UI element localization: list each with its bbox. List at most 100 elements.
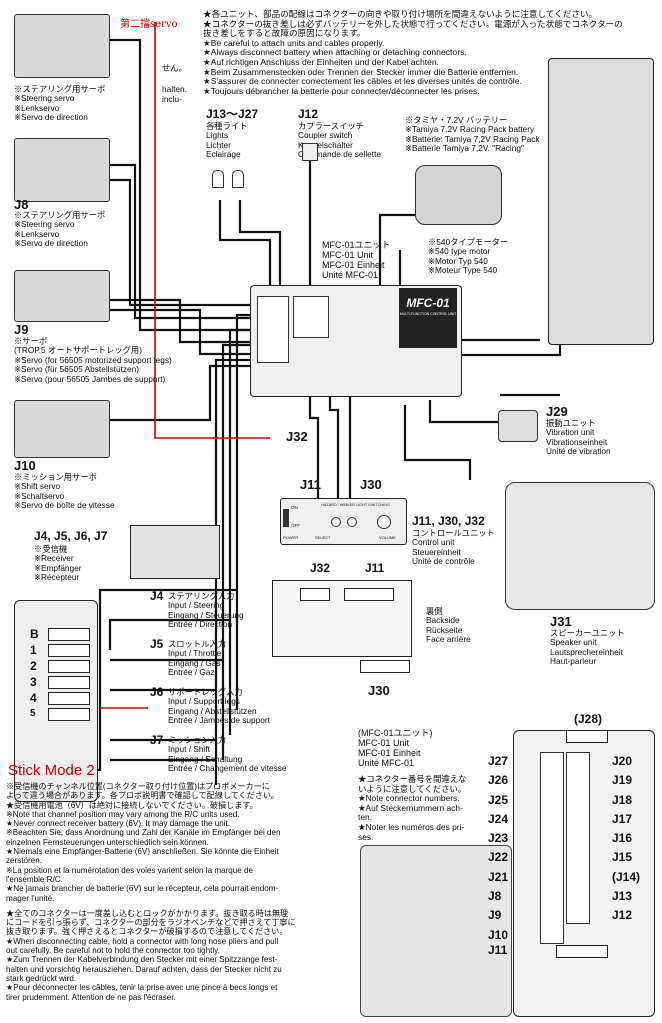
j30-label: J30 bbox=[360, 477, 382, 492]
right-jack-labels: J20 J19 J18 J17 J16 J15 (J14) J13 J12 bbox=[612, 752, 640, 926]
j8-description: ※ステアリング用サーボ ※Steering servo ※Lenkservo ※… bbox=[14, 210, 106, 249]
hazard-label: HAZARD / WINKER bbox=[321, 503, 355, 507]
jack-j8: J8 bbox=[488, 889, 502, 904]
j28-connector bbox=[566, 730, 608, 743]
led-light-icon bbox=[212, 170, 224, 188]
bottom-notes: ※受信機のチャンネル位置(コネクター取り付け位置)はプロポメーカーに よって違う… bbox=[6, 782, 296, 1002]
mfc-logo-panel: MFC-01 MULTI-FUNCTION CONTROL UNIT bbox=[399, 288, 457, 348]
bottom-j11-label: J11 bbox=[488, 943, 508, 957]
mfc-logo: MFC-01 bbox=[406, 296, 450, 310]
servo-note-handwritten: 第二擋servo bbox=[120, 19, 178, 30]
j11-label: J11 bbox=[300, 477, 321, 492]
text-fragment: inclu- bbox=[162, 94, 182, 104]
j4-description: ステアリング入力 Input / Steering Eingang / Steu… bbox=[168, 591, 244, 630]
control-unit-ids: J11, J30, J32 bbox=[412, 514, 485, 528]
connector-number-notes: ★コネクター番号を間違えな いように注意してください。 ★Note connec… bbox=[358, 774, 467, 842]
rx-slot-4 bbox=[48, 692, 90, 705]
motor-icon bbox=[415, 165, 502, 225]
j11-bottom-connector bbox=[556, 945, 608, 958]
jack-j14: (J14) bbox=[612, 869, 641, 884]
mfc-01-unit: MFC-01 MULTI-FUNCTION CONTROL UNIT bbox=[250, 285, 462, 397]
text-fragment: せん。 bbox=[162, 63, 187, 73]
backside-j30-label: J30 bbox=[368, 683, 390, 698]
backside-j32-label: J32 bbox=[310, 561, 331, 575]
header-notes: ★各ユニット、部品の配線はコネクターの向きや取り付け場所を間違えないように注意し… bbox=[203, 9, 623, 96]
jack-j13: J13 bbox=[612, 889, 633, 904]
connector-block bbox=[293, 296, 329, 338]
control-unit-panel: POWER ON OFF HAZARD / WINKER LIGHT SWITC… bbox=[280, 498, 407, 545]
off-label: OFF bbox=[291, 523, 300, 528]
hazard-button[interactable] bbox=[331, 517, 341, 527]
lights-description: 各種ライト Lights Lichter Eclairage bbox=[206, 121, 248, 160]
j32-label: J32 bbox=[286, 429, 308, 444]
j5-label: J5 bbox=[150, 637, 164, 651]
jack-j26: J26 bbox=[488, 773, 509, 788]
coupler-switch-icon bbox=[302, 143, 318, 161]
vibration-description: 振動ユニット Vibration unit Vibrationseinheit … bbox=[546, 418, 611, 457]
receiver-unit bbox=[130, 525, 220, 579]
steering-servo-top bbox=[14, 14, 110, 78]
rx-channel-labels: B 1 2 3 4 5 bbox=[30, 627, 39, 719]
light-button[interactable] bbox=[347, 517, 357, 527]
support-leg-servo-j9 bbox=[14, 270, 110, 322]
jack-j17: J17 bbox=[612, 811, 633, 826]
j6-description: サポートレッグ入力 Input / Support legs Eingang /… bbox=[168, 687, 270, 726]
j7-description: ミッション入力 Input / Shift Eingang / Schaltun… bbox=[168, 735, 287, 774]
jack-j24: J24 bbox=[488, 811, 509, 826]
j6-label: J6 bbox=[150, 685, 164, 699]
text-fragment: halten. bbox=[162, 84, 187, 94]
motor-description: ※540タイプモーター ※540 type motor ※Motor Typ 5… bbox=[428, 237, 509, 276]
j9-description: ※サーボ (TROP.5 オートサポートレッグ用) ※Servo (for 56… bbox=[14, 336, 172, 384]
j32-connector bbox=[300, 588, 330, 601]
shift-servo-j10 bbox=[14, 400, 110, 458]
control-unit-description: コントロールユニット Control unit Steuereinheit Un… bbox=[412, 528, 495, 567]
j28-label: (J28) bbox=[574, 712, 603, 726]
jack-j9: J9 bbox=[488, 908, 502, 923]
power-switch[interactable] bbox=[283, 509, 289, 527]
jack-j27: J27 bbox=[488, 754, 509, 768]
jack-j15: J15 bbox=[612, 850, 633, 865]
volume-knob[interactable] bbox=[377, 515, 391, 529]
jack-j10: J10 bbox=[488, 927, 509, 942]
right-connector-column bbox=[566, 752, 590, 924]
j12-label: J12 bbox=[298, 107, 319, 121]
jack-j19: J19 bbox=[612, 773, 633, 788]
steering-servo-top-label: ※ステアリング用サーボ ※Steering servo ※Lenkservo ※… bbox=[14, 84, 106, 123]
j29-label: J29 bbox=[546, 404, 568, 419]
jack-j18: J18 bbox=[612, 792, 633, 807]
speaker-icon bbox=[505, 482, 655, 610]
jack-j25: J25 bbox=[488, 792, 509, 807]
jack-j21: J21 bbox=[488, 869, 509, 884]
receiver-label: J4, J5, J6, J7 bbox=[34, 529, 108, 543]
j11-connector bbox=[344, 588, 394, 601]
backside-j11-label: J11 bbox=[365, 561, 385, 575]
backside-label: 裏側 Backside Rückseite Face arrière bbox=[426, 606, 471, 645]
jack-j23: J23 bbox=[488, 831, 509, 846]
power-label: POWER bbox=[283, 535, 299, 540]
j10-description: ※ミッション用サーボ ※Shift servo ※Schaltservo ※Se… bbox=[14, 472, 115, 511]
rx-slot-2 bbox=[48, 660, 90, 673]
rx-slot-3 bbox=[48, 676, 90, 689]
j30-connector bbox=[360, 660, 410, 673]
volume-label: VOLUME bbox=[379, 535, 396, 540]
speaker-description: スピーカーユニット Speaker unit Lautsprechereinhe… bbox=[550, 628, 625, 667]
jack-j22: J22 bbox=[488, 850, 509, 865]
battery-pack bbox=[548, 58, 654, 345]
j7-label: J7 bbox=[150, 733, 164, 747]
j10-label: J10 bbox=[14, 458, 36, 473]
j4-label: J4 bbox=[150, 589, 164, 603]
connector-block bbox=[257, 296, 289, 363]
stick-mode-handwritten: Stick Mode 2 bbox=[8, 762, 95, 779]
j9-label: J9 bbox=[14, 322, 29, 337]
j8-label: J8 bbox=[14, 197, 29, 212]
j31-label: J31 bbox=[550, 614, 572, 629]
rx-slot-b bbox=[48, 628, 90, 641]
steering-servo-j8 bbox=[14, 138, 110, 202]
battery-description: ※タミヤ・7.2V バッテリー ※Tamiya 7.2V Racing Pack… bbox=[405, 115, 540, 154]
on-label: ON bbox=[291, 505, 298, 510]
mfc-unit-bottom-label: (MFC-01ユニット) MFC-01 Unit MFC-01 Einheit … bbox=[358, 728, 433, 768]
jack-j12: J12 bbox=[612, 908, 633, 923]
left-jack-labels: J27 J26 J25 J24 J23 J22 J21 J8 J9 J10 bbox=[488, 752, 508, 945]
jack-j16: J16 bbox=[612, 831, 633, 846]
mfc-subtitle: MULTI-FUNCTION CONTROL UNIT bbox=[399, 312, 457, 316]
